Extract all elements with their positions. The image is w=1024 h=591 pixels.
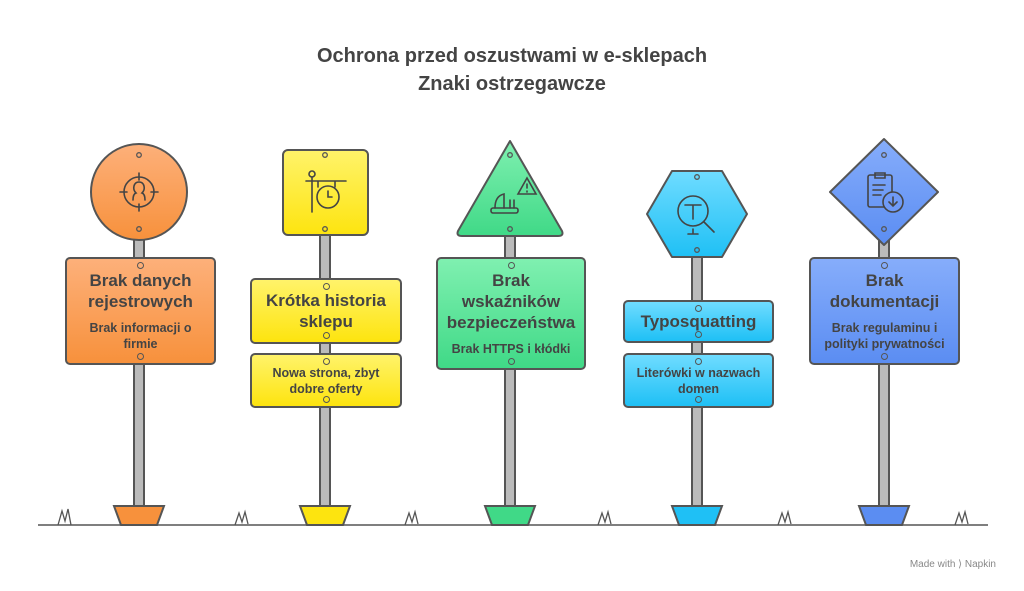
user-target-icon — [119, 172, 159, 212]
sign-5-board: Brak dokumentacji Brak regulaminu i poli… — [809, 257, 960, 365]
sign-2-board: Krótka historia sklepu — [250, 278, 402, 344]
sign-1-board: Brak danych rejestrowych Brak informacji… — [65, 257, 216, 365]
sign-3-title: Brak wskaźników bezpieczeństwa — [446, 271, 576, 332]
bolts — [136, 152, 887, 253]
sign-1-subtitle: Brak informacji o firmie — [89, 321, 192, 351]
sign-2-subboard: Nowa strona, zbyt dobre oferty — [250, 353, 402, 408]
sign-5-subtitle: Brak regulaminu i polityki prywatności — [824, 321, 945, 351]
sign-1-title: Brak danych rejestrowych — [88, 271, 193, 311]
title-line-1: Ochrona przed oszustwami w e-sklepach — [316, 45, 708, 67]
base-1 — [112, 505, 166, 526]
sign-4-title: Typosquatting — [640, 312, 757, 331]
sign-3-subtitle: Brak HTTPS i kłódki — [451, 342, 571, 356]
sign-top-triangle — [456, 140, 564, 237]
sign-2-subtitle: Nowa strona, zbyt dobre oferty — [272, 365, 380, 396]
sign-3-board: Brak wskaźników bezpieczeństwa Brak HTTP… — [436, 257, 586, 370]
sign-top-hexagon — [646, 170, 748, 258]
sign-4-subboard: Literówki w nazwach domen — [623, 353, 774, 408]
sign-2-title: Krótka historia sklepu — [266, 291, 386, 331]
warning-helmet-icon — [490, 176, 538, 214]
title-line-2: Znaki ostrzegawcze — [418, 73, 606, 95]
clipboard-download-icon — [867, 172, 904, 213]
sign-top-square — [282, 149, 369, 236]
base-3 — [483, 505, 537, 526]
sign-top-diamond — [829, 138, 939, 246]
sign-5-title: Brak dokumentacji — [829, 271, 940, 311]
sign-4-board: Typosquatting — [623, 300, 774, 343]
base-2 — [298, 505, 352, 526]
sign-4-subtitle: Literówki w nazwach domen — [636, 365, 761, 396]
hanging-clock-sign-icon — [305, 170, 347, 213]
base-5 — [857, 505, 911, 526]
sign-top-circle — [90, 143, 188, 241]
grass-tufts — [57, 508, 969, 526]
base-4 — [670, 505, 724, 526]
napkin-credit: Made with ⟩ Napkin — [909, 559, 996, 570]
text-search-icon — [677, 195, 715, 235]
